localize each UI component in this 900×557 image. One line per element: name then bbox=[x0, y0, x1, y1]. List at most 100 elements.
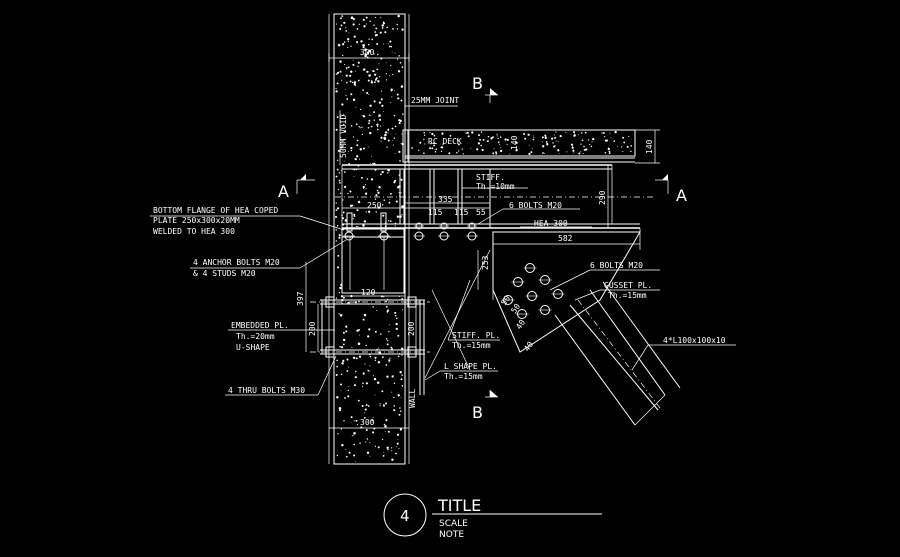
concrete-speck bbox=[369, 162, 371, 164]
deck-speck bbox=[524, 137, 527, 140]
concrete-speck bbox=[398, 119, 401, 122]
concrete-speck bbox=[365, 23, 367, 25]
anchor-line-1: 4 ANCHOR BOLTS M20 bbox=[193, 258, 280, 267]
concrete-speck bbox=[374, 359, 377, 361]
concrete-speck bbox=[364, 192, 368, 195]
concrete-speck bbox=[376, 189, 379, 192]
deck-speck bbox=[498, 140, 500, 143]
concrete-speck bbox=[342, 211, 345, 214]
concrete-speck bbox=[401, 66, 404, 68]
concrete-speck bbox=[347, 389, 349, 392]
deck-speck bbox=[423, 131, 425, 134]
concrete-speck bbox=[386, 26, 388, 29]
concrete-speck bbox=[374, 445, 377, 447]
concrete-speck bbox=[378, 101, 382, 104]
angle-brace bbox=[554, 281, 681, 426]
concrete-speck bbox=[336, 82, 339, 85]
concrete-speck bbox=[373, 53, 375, 55]
concrete-speck bbox=[340, 79, 343, 81]
section-b-bottom: B bbox=[472, 403, 483, 422]
concrete-speck bbox=[335, 23, 338, 25]
concrete-speck bbox=[374, 31, 377, 33]
deck-speck bbox=[433, 144, 435, 147]
deck-speck bbox=[578, 134, 579, 136]
dim-50-b: 50 bbox=[509, 302, 522, 315]
deck-speck bbox=[429, 132, 431, 134]
deck-speck bbox=[531, 148, 533, 150]
concrete-speck bbox=[385, 419, 388, 422]
concrete-speck bbox=[386, 446, 389, 449]
deck-speck bbox=[497, 137, 499, 139]
concrete-speck bbox=[342, 343, 345, 346]
bolts-top-callout: 6 BOLTS M20 HEA 300 bbox=[477, 201, 592, 228]
concrete-speck bbox=[352, 23, 355, 26]
concrete-speck bbox=[371, 419, 374, 421]
concrete-speck bbox=[394, 314, 397, 317]
concrete-speck bbox=[363, 220, 367, 223]
concrete-speck bbox=[401, 28, 404, 31]
concrete-speck bbox=[379, 118, 382, 121]
concrete-speck bbox=[347, 41, 349, 43]
deck-speck bbox=[610, 137, 612, 139]
concrete-speck bbox=[335, 73, 337, 75]
joint-label: 25MM JOINT bbox=[411, 96, 459, 105]
concrete-speck bbox=[389, 220, 392, 223]
concrete-speck bbox=[397, 355, 400, 358]
concrete-speck bbox=[355, 123, 358, 126]
deck-speck bbox=[609, 132, 611, 134]
concrete-speck bbox=[368, 146, 370, 148]
concrete-speck bbox=[353, 434, 355, 436]
deck-speck bbox=[440, 147, 442, 149]
concrete-speck bbox=[362, 187, 365, 190]
concrete-speck bbox=[387, 308, 389, 310]
concrete-speck bbox=[386, 146, 388, 148]
concrete-speck bbox=[365, 55, 367, 57]
concrete-speck bbox=[342, 54, 344, 57]
concrete-speck bbox=[384, 31, 387, 34]
concrete-speck bbox=[339, 192, 342, 194]
embedded-line-1: EMBEDDED PL. bbox=[231, 321, 289, 330]
concrete-speck bbox=[375, 33, 378, 37]
concrete-speck bbox=[400, 99, 403, 102]
concrete-speck bbox=[388, 359, 391, 362]
concrete-speck bbox=[359, 127, 361, 129]
concrete-speck bbox=[394, 52, 396, 54]
bottom-flange-line-2: PLATE 250x300x20MM bbox=[153, 216, 240, 225]
deck-speck bbox=[530, 151, 533, 154]
wall-top-dimension: 300 bbox=[328, 48, 410, 62]
deck-speck bbox=[543, 152, 545, 154]
concrete-speck bbox=[400, 178, 403, 181]
concrete-speck bbox=[366, 178, 369, 180]
concrete-speck bbox=[354, 376, 357, 379]
concrete-speck bbox=[338, 172, 341, 174]
concrete-speck bbox=[361, 176, 363, 179]
deck-speck bbox=[533, 137, 535, 138]
deck-speck bbox=[616, 145, 618, 147]
concrete-speck bbox=[362, 46, 365, 49]
concrete-speck bbox=[376, 128, 379, 131]
concrete-speck bbox=[335, 128, 338, 131]
concrete-speck bbox=[356, 28, 359, 30]
concrete-speck bbox=[361, 385, 364, 387]
deck-speck bbox=[545, 141, 548, 143]
deck-speck bbox=[506, 143, 508, 145]
concrete-speck bbox=[337, 149, 340, 152]
concrete-speck bbox=[336, 159, 339, 162]
concrete-speck bbox=[341, 346, 344, 349]
dim-397: 397 bbox=[296, 291, 305, 306]
concrete-speck bbox=[347, 66, 350, 69]
concrete-speck bbox=[368, 122, 370, 125]
deck-speck bbox=[424, 143, 426, 145]
rc-deck: RC DECK 140 bbox=[404, 129, 636, 163]
deck-speck bbox=[527, 133, 530, 136]
concrete-speck bbox=[388, 45, 391, 48]
concrete-speck bbox=[339, 345, 341, 348]
concrete-speck bbox=[391, 391, 393, 393]
concrete-speck bbox=[341, 103, 344, 106]
concrete-speck bbox=[398, 55, 400, 57]
concrete-speck bbox=[366, 51, 370, 55]
concrete-speck bbox=[381, 27, 384, 29]
concrete-speck bbox=[338, 291, 341, 294]
concrete-speck bbox=[374, 330, 377, 333]
